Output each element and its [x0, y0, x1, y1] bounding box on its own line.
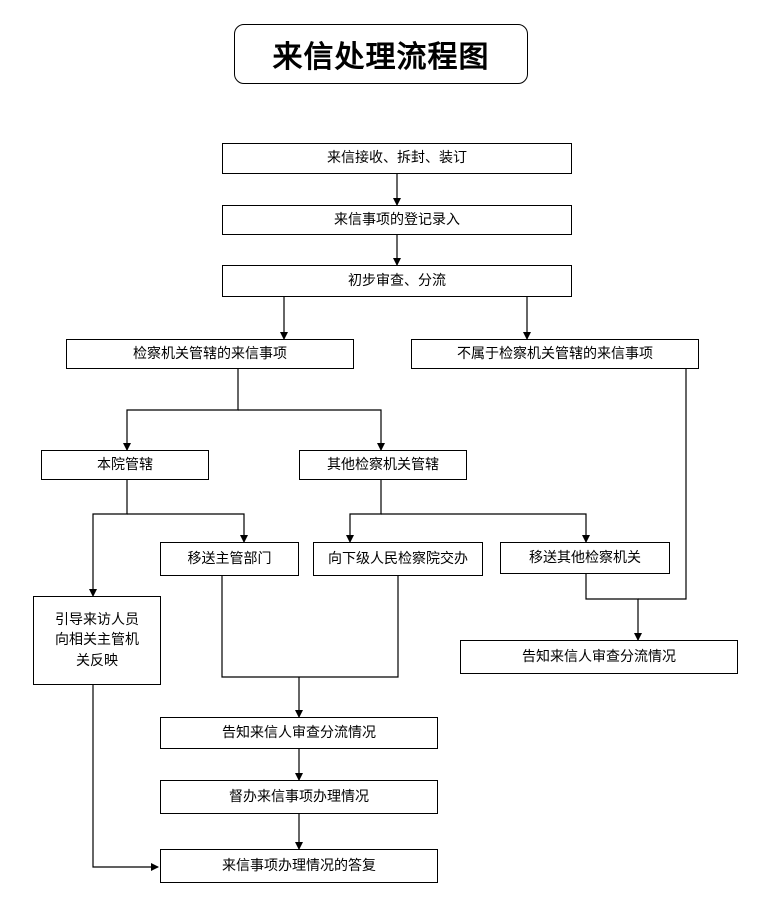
flowchart-title: 来信处理流程图 — [234, 24, 528, 84]
node-procuratorate-jurisdiction-label: 检察机关管辖的来信事项 — [133, 345, 287, 362]
merge-assign-lower — [299, 576, 399, 678]
branch-this-court-transfer — [127, 513, 248, 543]
node-reply-label: 来信事项办理情况的答复 — [222, 857, 376, 874]
branch-other-assign — [346, 480, 382, 543]
node-non-procuratorate: 不属于检察机关管辖的来信事项 — [411, 339, 699, 369]
node-initial-review-label: 初步审查、分流 — [348, 272, 446, 289]
node-assign-lower: 向下级人民检察院交办 — [313, 542, 483, 576]
node-other-procuratorate-label: 其他检察机关管辖 — [327, 456, 439, 473]
node-supervise-label: 督办来信事项办理情况 — [229, 788, 369, 805]
node-procuratorate-jurisdiction: 检察机关管辖的来信事项 — [66, 339, 354, 369]
node-guide-visitor: 引导来访人员 向相关主管机 关反映 — [33, 596, 161, 685]
node-transfer-other-label: 移送其他检察机关 — [529, 549, 641, 566]
node-initial-review: 初步审查、分流 — [222, 265, 572, 297]
node-this-court: 本院管辖 — [41, 450, 209, 480]
node-reply: 来信事项办理情况的答复 — [160, 849, 438, 883]
branch-procuratorate — [123, 369, 239, 451]
node-other-procuratorate: 其他检察机关管辖 — [299, 450, 467, 480]
node-notify-center: 告知来信人审查分流情况 — [160, 717, 438, 749]
merge-transfer-dept — [221, 576, 299, 678]
node-transfer-other: 移送其他检察机关 — [500, 542, 670, 574]
node-non-procuratorate-label: 不属于检察机关管辖的来信事项 — [457, 345, 653, 362]
node-transfer-dept-label: 移送主管部门 — [187, 550, 272, 567]
node-transfer-dept: 移送主管部门 — [160, 542, 299, 576]
branch-procuratorate-other — [238, 409, 385, 451]
node-notify-right: 告知来信人审查分流情况 — [460, 640, 738, 674]
node-this-court-label: 本院管辖 — [97, 456, 153, 473]
branch-nonprocuratorate-notify — [638, 369, 687, 600]
node-receive-label: 来信接收、拆封、装订 — [327, 150, 467, 167]
arrow-guide-reply — [92, 685, 159, 871]
node-register: 来信事项的登记录入 — [222, 205, 572, 235]
branch-this-court-guide — [89, 480, 128, 597]
node-guide-visitor-label: 引导来访人员 向相关主管机 关反映 — [55, 612, 139, 669]
branch-transfer-other-notify — [585, 574, 642, 641]
branch-other-transfer — [381, 513, 590, 543]
node-notify-right-label: 告知来信人审查分流情况 — [522, 648, 676, 665]
node-register-label: 来信事项的登记录入 — [334, 211, 460, 228]
node-assign-lower-label: 向下级人民检察院交办 — [328, 550, 468, 567]
node-receive: 来信接收、拆封、装订 — [222, 143, 572, 174]
node-supervise: 督办来信事项办理情况 — [160, 780, 438, 814]
node-notify-center-label: 告知来信人审查分流情况 — [222, 724, 376, 741]
